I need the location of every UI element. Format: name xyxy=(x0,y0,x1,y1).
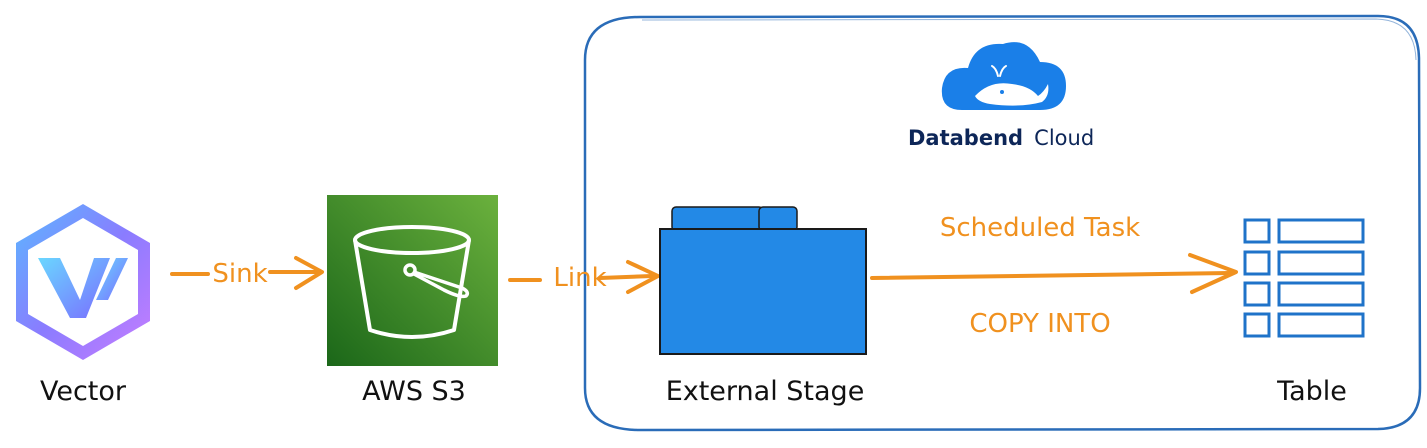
s3-label: AWS S3 xyxy=(362,376,466,407)
databend-whale-cloud-icon xyxy=(941,42,1066,110)
brand-name: Databend Cloud xyxy=(908,126,1094,150)
databend-cloud-container xyxy=(583,14,1422,432)
link-label: Link xyxy=(553,263,606,293)
stage-label: External Stage xyxy=(666,376,865,407)
sink-label: Sink xyxy=(212,259,267,289)
copy-into-label: COPY INTO xyxy=(969,309,1110,339)
vector-logo-icon xyxy=(16,204,150,360)
link-arrow xyxy=(508,260,660,294)
s3-bucket-icon xyxy=(327,195,498,366)
table-icon xyxy=(1243,218,1365,338)
table-label: Table xyxy=(1276,376,1347,407)
sink-arrow xyxy=(170,256,324,290)
folder-icon xyxy=(659,206,867,355)
scheduled-task-label: Scheduled Task xyxy=(940,213,1140,243)
brand-light-text: Cloud xyxy=(1034,126,1094,150)
vector-label: Vector xyxy=(40,376,127,407)
brand-bold-text: Databend xyxy=(908,126,1023,150)
copy-into-arrow xyxy=(870,253,1238,294)
